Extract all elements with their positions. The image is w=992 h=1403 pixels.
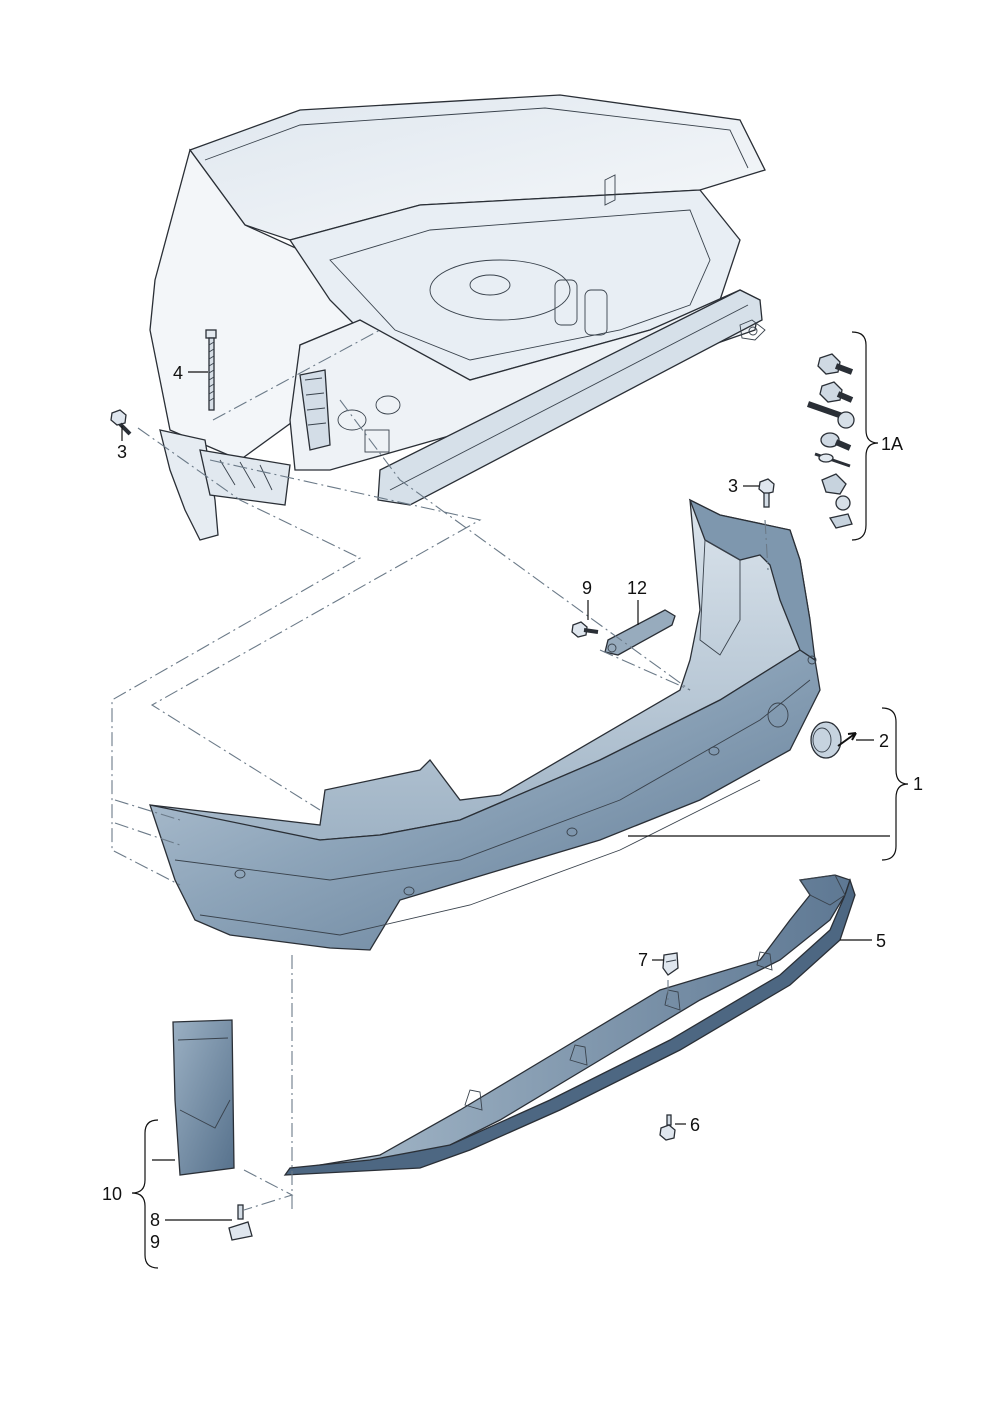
screw-part-8-9: [228, 1204, 253, 1241]
vehicle-rear-body: [149, 94, 766, 541]
tow-eye-cap-part-2: [810, 721, 857, 759]
bumper-cover: [149, 498, 821, 951]
screw-part-6: [659, 1114, 676, 1141]
callout-6: 6: [675, 1115, 700, 1135]
label-12: 12: [627, 578, 647, 598]
label-1: 1: [913, 774, 923, 794]
label-2: 2: [879, 731, 889, 751]
callout-9-top: 9: [582, 578, 592, 620]
bracket-part-12: [604, 609, 676, 656]
label-9-top: 9: [582, 578, 592, 598]
long-bolt-part-4: [205, 329, 217, 411]
label-3-left: 3: [117, 442, 127, 462]
callout-3-left: 3: [117, 426, 127, 462]
screw-part-3-left: [110, 409, 132, 436]
callout-5: 5: [840, 931, 886, 951]
callout-2: 2: [856, 731, 889, 751]
label-1a: 1A: [881, 434, 903, 454]
label-10: 10: [102, 1184, 122, 1204]
screw-part-3-right: [758, 478, 775, 508]
bolt-part-9-top: [571, 621, 599, 638]
callout-1: 1: [628, 707, 923, 861]
callout-1a: 1A: [851, 331, 903, 541]
lower-spoiler: [283, 874, 856, 1176]
callout-3-right: 3: [728, 476, 759, 496]
callout-10: 10: [102, 1119, 175, 1269]
callout-12: 12: [627, 578, 647, 625]
assembly-lines: [111, 329, 769, 1211]
label-8: 8: [150, 1210, 160, 1230]
label-3-right: 3: [728, 476, 738, 496]
fastener-kit-part-1a: [807, 353, 855, 529]
label-9-bottom: 9: [150, 1232, 160, 1252]
callout-8-9: 8 9: [150, 1210, 232, 1252]
repair-kit-bag-part-10: [172, 1019, 235, 1176]
label-7: 7: [638, 950, 648, 970]
callout-4: 4: [173, 363, 208, 383]
label-4: 4: [173, 363, 183, 383]
callout-7: 7: [638, 950, 664, 970]
clip-part-7: [662, 952, 679, 976]
label-6: 6: [690, 1115, 700, 1135]
label-5: 5: [876, 931, 886, 951]
